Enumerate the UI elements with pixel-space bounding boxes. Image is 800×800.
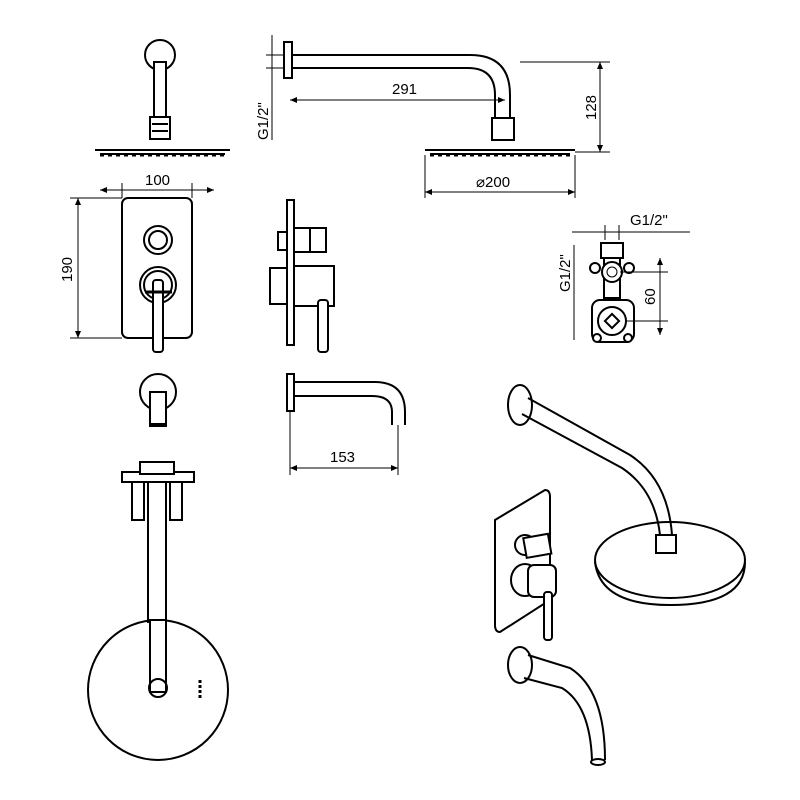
valve-spacing-label: 60 [642,288,659,305]
shower-arm-side-view: G1/2" 291 128 ⌀200 [255,35,610,198]
valve-thread-v-label: G1/2" [557,254,574,292]
plate-height-label: 190 [59,257,76,282]
spout-length-label: 153 [330,449,355,466]
valve-plate-front-view: 100 190 [59,172,214,353]
plate-width-label: 100 [145,172,170,189]
rough-in-valve: G1/2" G1/2" 60 [557,212,690,343]
valve-thread-h-label: G1/2" [630,212,668,229]
shower-head-front-view [95,39,230,157]
arm-height-label: 128 [583,95,600,120]
head-diameter-label: ⌀200 [476,174,510,191]
arm-thread-label: G1/2" [255,102,272,140]
arm-length-label: 291 [392,81,417,98]
valve-side-view [269,199,335,353]
isometric-shower-set [494,384,746,766]
shower-top-view [87,461,229,761]
spout-views: 153 [139,373,406,475]
